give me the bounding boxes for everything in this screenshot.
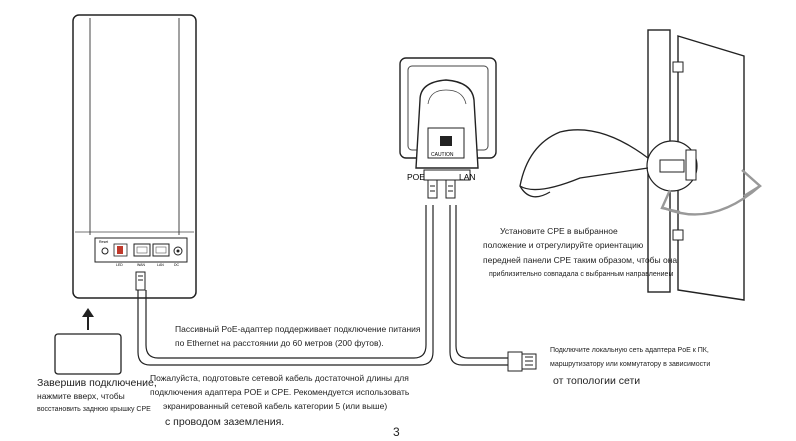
up-arrow-icon (82, 308, 94, 330)
poe-port-label: POE (407, 172, 425, 182)
cpe-device (72, 14, 197, 299)
rotation-arrow-icon (660, 169, 762, 216)
connect-note-line2: маршрутизатору или коммутатору в зависим… (550, 361, 711, 368)
finish-note-line2: нажмите вверх, чтобы (37, 391, 125, 401)
connect-note-line3: от топологии сети (553, 375, 641, 387)
install-note-line2: положение и отрегулируйте ориентацию (483, 240, 644, 250)
caution-label: CAUTION (431, 152, 454, 158)
back-cover (54, 333, 122, 375)
led-label: LED (116, 263, 123, 267)
wan-label: WAN (137, 263, 146, 267)
cable-note-line3: экранированный сетевой кабель категории … (163, 401, 388, 411)
pole-mount (646, 29, 745, 301)
poe-adapter (415, 79, 479, 199)
dc-label: DC (174, 263, 180, 267)
install-note-line3: передней панели CPE таким образом, чтобы… (483, 255, 678, 265)
lan-port-label: LAN (459, 172, 476, 182)
install-note-line1: Установите CPE в выбранное (500, 226, 618, 236)
rj45-connector (507, 351, 537, 372)
install-note-line4: приблизительно совпадала с выбранным нап… (489, 271, 674, 278)
cable-note-line4: с проводом заземления. (165, 416, 285, 428)
passive-poe-note-line2: по Ethernet на расстоянии до 60 метров (… (175, 338, 384, 348)
connect-note-line1: Подключите локальную сеть адаптера PoE к… (550, 347, 709, 354)
finish-note-line3: восстановить заднюю крышку CPE (37, 406, 151, 413)
finish-note-line1: Завершив подключение, (37, 377, 157, 389)
cpe-port-panel (94, 237, 188, 263)
passive-poe-note-line1: Пассивный PoE-адаптер поддерживает подкл… (175, 324, 421, 334)
ethernet-cables (137, 205, 508, 366)
page-number: 3 (393, 425, 400, 439)
reset-label: Reset (99, 240, 108, 244)
cable-note-line2: подключения адаптера POE и CPE. Рекоменд… (150, 387, 410, 397)
lan-label: LAN (157, 263, 164, 267)
pole-strap (519, 129, 649, 198)
cpe-cable-plug (135, 271, 146, 291)
cable-note-line1: Пожалуйста, подготовьте сетевой кабель д… (150, 373, 409, 383)
